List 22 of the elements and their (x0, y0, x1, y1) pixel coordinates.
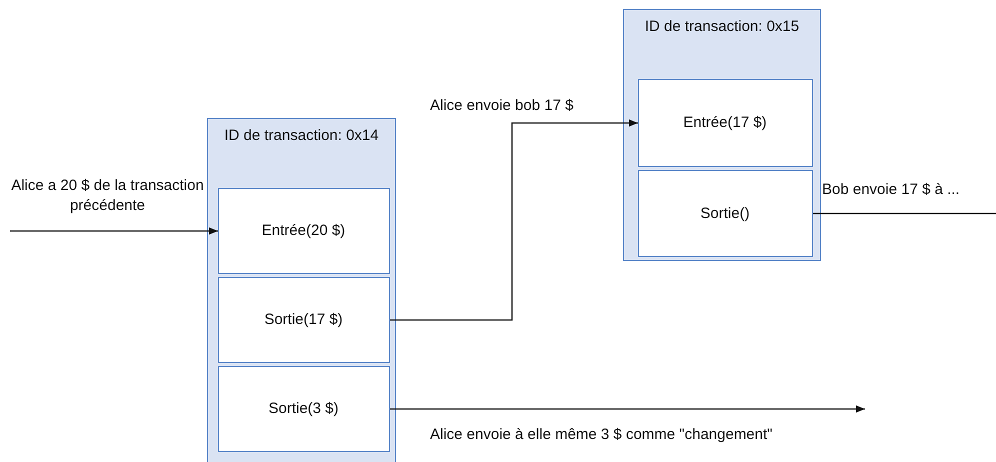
edge-label: Alice a 20 $ de la transaction précédente (10, 176, 205, 215)
field-box (638, 78, 812, 166)
arrow (390, 119, 638, 321)
edge-label: Alice envoie à elle même 3 $ comme "changement" (430, 425, 774, 444)
field-box (638, 170, 812, 256)
transaction-panel (623, 9, 821, 261)
edge-label: Alice envoie bob 17 $ (430, 96, 574, 116)
field-label: Sortie() (700, 204, 750, 222)
field-box (218, 276, 390, 362)
edge-label: Bob envoie 17 $ à ... (822, 180, 961, 200)
field-label: Sortie(3 $) (268, 400, 339, 417)
arrow (390, 405, 865, 413)
field-label: Sortie(17 $) (264, 311, 343, 328)
panel-title: ID de transaction: 0x15 (644, 18, 800, 35)
field-label: Entrée(17 $) (683, 114, 767, 131)
connector-line (813, 212, 996, 214)
transaction-panel (207, 118, 396, 462)
field-label: Entrée(20 $) (262, 222, 346, 239)
arrow (10, 227, 218, 235)
field-box (218, 366, 390, 452)
panel-title: ID de transaction: 0x14 (223, 127, 380, 144)
field-box (218, 188, 390, 274)
